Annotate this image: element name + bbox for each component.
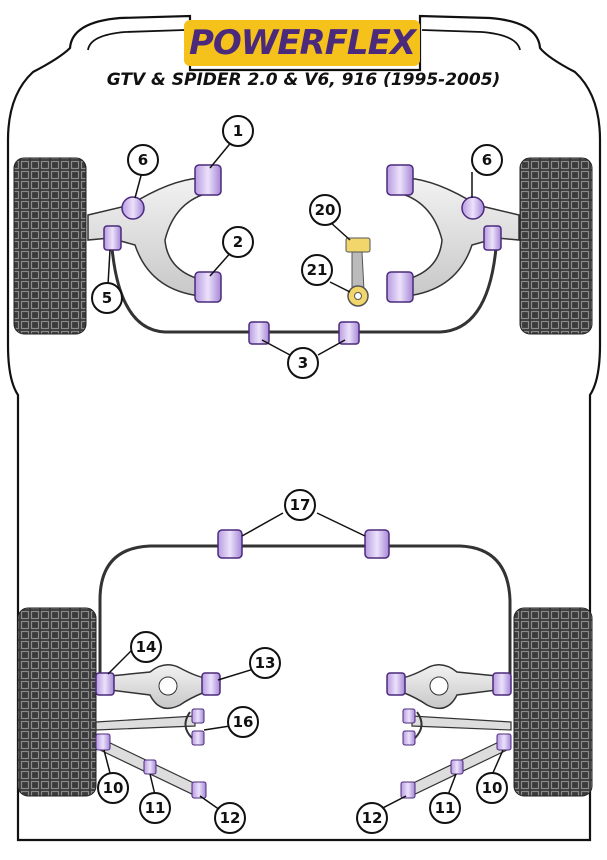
front-left-wishbone xyxy=(87,177,213,297)
bush-11-right xyxy=(450,759,464,775)
bush-2-left xyxy=(194,271,222,303)
rear-right-toe-link xyxy=(411,715,512,731)
callout-21: 21 xyxy=(307,261,328,279)
callout-6-right: 6 xyxy=(482,151,492,169)
callout-10-left: 10 xyxy=(103,779,124,797)
callout-10-right: 10 xyxy=(482,779,503,797)
bush-12-right xyxy=(400,781,416,799)
bush-17-right xyxy=(364,529,390,559)
callout-20: 20 xyxy=(315,201,336,219)
bush-11-left xyxy=(143,759,157,775)
engine-mount-link xyxy=(351,251,365,291)
bush-17-left xyxy=(217,529,243,559)
bush-3-right xyxy=(338,321,360,345)
bush-21-centre xyxy=(354,292,362,300)
callout-16: 16 xyxy=(233,713,254,731)
bush-14-right xyxy=(492,672,512,696)
bush-16-right-a xyxy=(402,708,416,724)
callout-11-right: 11 xyxy=(435,799,456,817)
rear-right-tyre xyxy=(513,607,593,797)
logo-text: POWERFLEX xyxy=(188,23,416,63)
rear-anti-roll-bar xyxy=(98,544,512,680)
callout-13: 13 xyxy=(255,654,276,672)
callout-2: 2 xyxy=(233,233,243,251)
rear-right-toe-link-2 xyxy=(414,711,423,739)
bush-2-right xyxy=(386,271,414,303)
rear-left-toe-link xyxy=(95,715,196,731)
bush-16-right-b xyxy=(402,730,416,746)
bush-6-left xyxy=(121,196,145,220)
callout-1: 1 xyxy=(233,122,243,140)
rear-left-hub-hole xyxy=(158,676,178,696)
bush-10-right xyxy=(496,733,512,751)
bonnet-line xyxy=(87,29,521,51)
callouts xyxy=(91,115,508,834)
bush-1-left xyxy=(194,164,222,196)
bush-16-left-b xyxy=(191,730,205,746)
front-left-tyre xyxy=(13,157,87,335)
bush-13-right xyxy=(386,672,406,696)
bush-12-left xyxy=(191,781,207,799)
rear-left-toe-link-2 xyxy=(184,711,193,739)
bush-10-left xyxy=(95,733,111,751)
bush-16-left-a xyxy=(191,708,205,724)
callout-6-left: 6 xyxy=(138,151,148,169)
bush-3-left xyxy=(248,321,270,345)
callout-3: 3 xyxy=(298,354,308,372)
callout-12-right: 12 xyxy=(362,809,383,827)
bush-1-right xyxy=(386,164,414,196)
bush-13-left xyxy=(201,672,221,696)
bush-14-left xyxy=(95,672,115,696)
vehicle-subtitle: GTV & SPIDER 2.0 & V6, 916 (1995-2005) xyxy=(106,70,501,90)
front-right-tyre xyxy=(519,157,593,335)
powerflex-logo: POWERFLEX xyxy=(184,20,420,66)
rear-left-trailing-arm xyxy=(109,664,206,710)
rear-right-trailing-arm xyxy=(401,664,498,710)
callout-17: 17 xyxy=(290,496,311,514)
bush-5-left xyxy=(103,225,122,251)
callout-5: 5 xyxy=(102,289,112,307)
callout-14: 14 xyxy=(136,638,157,656)
rear-right-hub-hole xyxy=(429,676,449,696)
callout-12-left: 12 xyxy=(220,809,241,827)
callout-11-left: 11 xyxy=(145,799,166,817)
front-right-wishbone xyxy=(394,177,520,297)
car-body-outline xyxy=(6,14,602,842)
leader-lines xyxy=(103,139,504,813)
bush-5-right xyxy=(483,225,502,251)
bush-6-right xyxy=(461,196,485,220)
rear-left-tyre xyxy=(17,607,97,797)
